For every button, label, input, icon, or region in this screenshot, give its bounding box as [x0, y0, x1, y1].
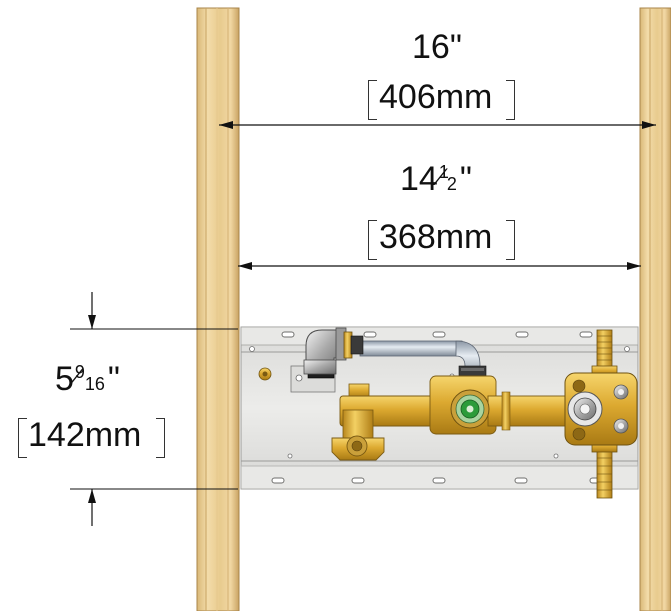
mixing-valve-body	[564, 329, 638, 499]
chrome-elbow	[303, 327, 364, 375]
metric-bracket-left	[368, 220, 377, 260]
depth-numerator: 9	[74, 362, 85, 382]
stud-gap-fraction: 1⁄2	[437, 160, 460, 194]
stud-gap-denominator: 2	[446, 174, 457, 194]
metric-bracket-left	[368, 80, 377, 120]
dimension-line-depth	[70, 292, 238, 526]
mounting-screw-icon	[258, 367, 272, 381]
stud-spacing-metric: 406mm	[379, 78, 493, 116]
metric-bracket-right	[506, 80, 515, 120]
valve-cartridge-icon	[450, 389, 490, 429]
depth-fraction: 9⁄16	[73, 360, 108, 394]
metric-bracket-right	[506, 220, 515, 260]
stud-gap-unit: "	[459, 160, 472, 198]
stud-spacing-imperial: 16"	[412, 28, 462, 66]
depth-whole: 5	[55, 360, 74, 398]
supply-pipe	[359, 340, 487, 379]
dimension-line-16in	[219, 121, 656, 129]
metric-bracket-left	[18, 418, 27, 458]
depth-unit: "	[107, 360, 120, 398]
left-stud	[196, 7, 240, 612]
right-stud	[639, 7, 671, 612]
stud-gap-whole: 14	[400, 160, 438, 198]
stud-gap-metric: 368mm	[379, 218, 493, 256]
stud-gap-numerator: 1	[438, 162, 449, 182]
depth-denominator: 16	[84, 374, 105, 394]
metric-bracket-right	[156, 418, 165, 458]
depth-metric: 142mm	[28, 416, 142, 454]
dimension-line-14-5in	[238, 262, 641, 270]
